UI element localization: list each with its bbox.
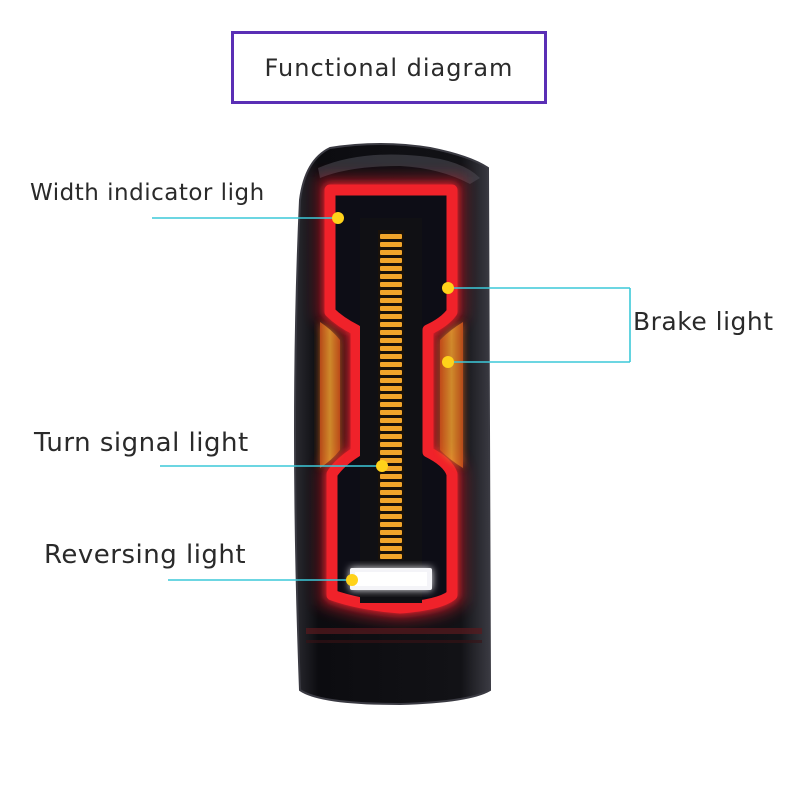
turn-signal-rung (380, 346, 402, 351)
turn-signal-rung (380, 402, 402, 407)
turn-signal-rung (380, 538, 402, 543)
brake-upper-dot (442, 282, 454, 294)
turn-signal-dot (376, 460, 388, 472)
turn-signal-rung (380, 338, 402, 343)
turn-signal-rung (380, 514, 402, 519)
width-indicator-dot (332, 212, 344, 224)
turn-signal-label: Turn signal light (34, 428, 249, 458)
turn-signal-rung (380, 530, 402, 535)
turn-signal-rung (380, 354, 402, 359)
turn-signal-rung (380, 258, 402, 263)
right-amber-lens (440, 322, 463, 468)
diagram-title: Functional diagram (264, 53, 514, 82)
turn-signal-rung (380, 370, 402, 375)
turn-signal-rung (380, 418, 402, 423)
turn-signal-rung (380, 242, 402, 247)
turn-signal-rung (380, 362, 402, 367)
left-amber-lens (320, 322, 340, 468)
turn-signal-rung (380, 434, 402, 439)
brake-light-label: Brake light (633, 307, 774, 336)
turn-signal-rung (380, 522, 402, 527)
turn-signal-rung (380, 410, 402, 415)
turn-signal-rung (380, 274, 402, 279)
turn-signal-rung (380, 234, 402, 239)
turn-signal-rung (380, 250, 402, 255)
turn-signal-rung (380, 426, 402, 431)
turn-signal-rung (380, 474, 402, 479)
turn-signal-rung (380, 306, 402, 311)
turn-signal-rung (380, 386, 402, 391)
turn-signal-rung (380, 498, 402, 503)
turn-signal-rung (380, 442, 402, 447)
turn-signal-rung (380, 282, 402, 287)
turn-signal-rung (380, 490, 402, 495)
turn-signal-rung (380, 266, 402, 271)
width-indicator-label: Width indicator ligh (30, 180, 265, 206)
turn-signal-rung (380, 298, 402, 303)
turn-signal-rung (380, 482, 402, 487)
turn-signal-rung (380, 394, 402, 399)
turn-signal-rung (380, 290, 402, 295)
turn-signal-rung (380, 378, 402, 383)
turn-signal-rung (380, 450, 402, 455)
lamp-top-reflection (318, 154, 480, 184)
turn-signal-rung (380, 506, 402, 511)
leader-lines (152, 217, 631, 581)
turn-signal-rung (380, 554, 402, 559)
turn-signal-rung (380, 546, 402, 551)
brake-lower-dot (442, 356, 454, 368)
turn-signal-ladder (378, 230, 404, 560)
marker-dots (332, 212, 454, 586)
reversing-light-label: Reversing light (44, 540, 247, 570)
reversing-dot (346, 574, 358, 586)
turn-signal-rung (380, 330, 402, 335)
diagram-title-box: Functional diagram (231, 31, 547, 104)
turn-signal-rung (380, 322, 402, 327)
turn-signal-rung (380, 314, 402, 319)
